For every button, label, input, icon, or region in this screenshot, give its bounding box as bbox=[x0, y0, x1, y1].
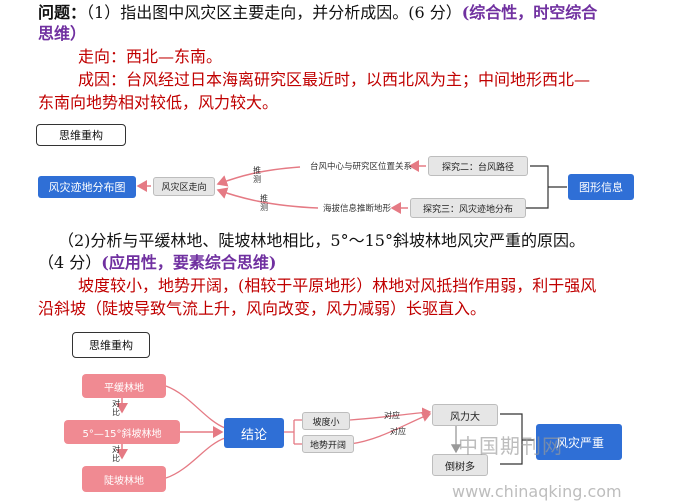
question-2-line-cont: （4 分）(应用性，要素综合思维) bbox=[38, 252, 276, 274]
watermark-cn: 中国期刊网 bbox=[458, 434, 563, 458]
answer-1-cause-cont: 东南向地势相对较低，风力较大。 bbox=[38, 93, 279, 112]
diagram-2-steep-forest: 陡坡林地 bbox=[82, 466, 166, 492]
diagram-1-title: 思维重构 bbox=[36, 124, 126, 146]
diagram-2-slope-forest: 5°—15°斜坡林地 bbox=[64, 420, 180, 444]
question-1-tag: (综合性，时空综合 bbox=[461, 3, 598, 22]
diagram-2-trees-fall: 倒树多 bbox=[432, 454, 488, 476]
diagram-2-slope-small: 坡度小 bbox=[302, 412, 350, 430]
diagram-2-compare-label-1: 对比 bbox=[112, 399, 120, 417]
diagram-1-explore-3: 探究三：风灾迹地分布 bbox=[410, 198, 526, 218]
answer-2-line: 坡度较小，地势开阔，(相较于平原地形）林地对风抵挡作用弱，利于强风 bbox=[78, 276, 597, 295]
question-label: 问题： bbox=[38, 3, 87, 22]
question-2-score: （4 分） bbox=[38, 253, 102, 272]
diagram-2-reason-label-2: 对应 bbox=[390, 427, 406, 436]
question-2-line: （2)分析与平缓林地、陡坡林地相比，5°～15°斜坡林地风灾严重的原因。 bbox=[58, 231, 585, 250]
diagram-2-compare-label-2: 对比 bbox=[112, 445, 120, 463]
diagram-1-upper-arrow-label: 推测 bbox=[253, 166, 261, 184]
diagram-1-explore-2: 探究二：台风路径 bbox=[428, 156, 528, 176]
diagram-1-upper-note: 台风中心与研究区位置关系 bbox=[310, 162, 413, 172]
question-1-text: （1）指出图中风灾区主要走向，并分析成因。(6 分） bbox=[86, 3, 462, 22]
question-2-tag: (应用性，要素综合思维) bbox=[101, 253, 277, 272]
question-1-line: 问题：（1）指出图中风灾区主要走向，并分析成因。(6 分）(综合性，时空综合 bbox=[38, 2, 597, 24]
answer-2-line-cont: 沿斜坡（陡坡导致气流上升，风向改变，风力减弱）长驱直入。 bbox=[38, 299, 487, 318]
diagram-1-right-box: 图形信息 bbox=[568, 174, 634, 200]
diagram-2-conclusion: 结论 bbox=[224, 418, 284, 448]
answer-1-cause: 成因：台风经过日本海离研究区最近时，以西北风为主；中间地形西北— bbox=[78, 70, 591, 89]
diagram-2-flat-forest: 平缓林地 bbox=[82, 374, 166, 398]
diagram-1-lower-note: 海拔信息推断地形 bbox=[323, 204, 392, 214]
answer-1-direction: 走向：西北—东南。 bbox=[78, 47, 223, 66]
diagram-2-result: 风灾严重 bbox=[536, 424, 622, 460]
diagram-1-mid-box: 风灾区走向 bbox=[153, 177, 215, 196]
diagram-2-reason-label-1: 对应 bbox=[384, 411, 400, 420]
diagram-2-title: 思维重构 bbox=[72, 332, 150, 358]
diagram-1-lower-arrow-label: 推测 bbox=[260, 194, 268, 212]
diagram-2-wind-strong: 风力大 bbox=[432, 404, 498, 426]
diagram-1-left-box: 风灾迹地分布图 bbox=[38, 176, 136, 198]
question-1-tag-cont: 思维） bbox=[38, 24, 87, 43]
diagram-2-open-terrain: 地势开阔 bbox=[302, 435, 354, 453]
watermark-url: www.chinaqking.com bbox=[452, 482, 622, 501]
